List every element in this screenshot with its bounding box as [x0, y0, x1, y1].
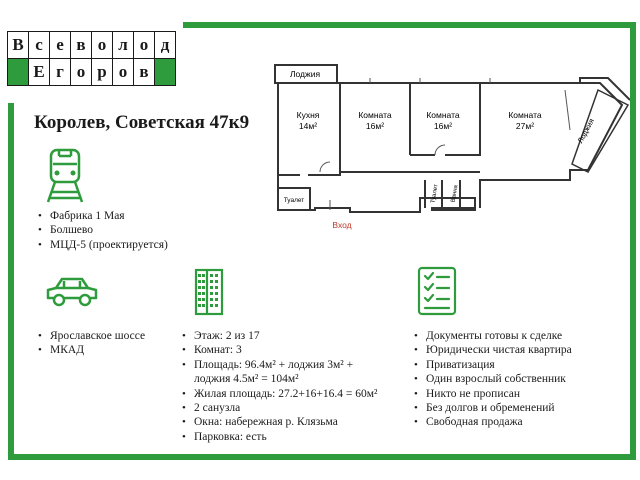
plan-label-room3-area: 27м²: [516, 121, 534, 131]
logo-first-name-row: В с е в о л о д: [7, 31, 176, 59]
logo-letter: Е: [28, 58, 50, 86]
building-icon: [194, 268, 224, 316]
list-item: Без долгов и обременений: [412, 401, 622, 416]
list-item: Парковка: есть: [180, 430, 390, 445]
list-item: Окна: набережная р. Клязьма: [180, 415, 390, 430]
frame-bottom-bar: [8, 454, 636, 460]
plan-label-bath: Ванна: [451, 184, 460, 203]
agent-logo: В с е в о л о д Е г о р о в: [7, 31, 176, 86]
plan-label-room1: Комната: [358, 110, 392, 120]
logo-letter: л: [112, 31, 134, 59]
logo-green-cell: [7, 58, 29, 86]
frame-left-bar: [8, 103, 14, 460]
list-item: Приватизация: [412, 358, 622, 373]
logo-letter: д: [154, 31, 176, 59]
logo-letter: с: [28, 31, 50, 59]
roads-list: Ярославское шоссе МКАД: [36, 329, 186, 358]
logo-last-name-row: Е г о р о в: [7, 58, 176, 86]
plan-label-kitchen-area: 14м²: [299, 121, 317, 131]
plan-label-room1-area: 16м²: [366, 121, 384, 131]
logo-letter: г: [49, 58, 71, 86]
logo-letter: в: [70, 31, 92, 59]
logo-letter: в: [133, 58, 155, 86]
plan-label-kitchen: Кухня: [297, 110, 320, 120]
train-icon: [46, 148, 84, 203]
frame-right-bar: [630, 22, 636, 460]
list-item: Фабрика 1 Мая: [36, 209, 196, 224]
listing-address: Королев, Советская 47к9: [34, 112, 250, 133]
list-item: Этаж: 2 из 17: [180, 329, 390, 344]
car-icon: [46, 277, 98, 307]
list-item: Ярославское шоссе: [36, 329, 186, 344]
list-item: МЦД-5 (проектируется): [36, 238, 196, 253]
list-item: Жилая площадь: 27.2+16+16.4 = 60м²: [180, 387, 390, 402]
floor-plan: Лоджия Кухня 14м² Комната 16м² Комната 1…: [274, 64, 630, 230]
checklist-icon: [417, 266, 457, 316]
list-item: Один взрослый собственник: [412, 372, 622, 387]
list-item: Свободная продажа: [412, 415, 622, 430]
list-item: Никто не прописан: [412, 387, 622, 402]
plan-label-loggia-top: Лоджия: [290, 69, 321, 79]
list-item: Площадь: 96.4м² + лоджия 3м² + лоджия 4.…: [180, 358, 390, 387]
logo-letter: В: [7, 31, 29, 59]
plan-label-entrance: Вход: [332, 220, 351, 230]
list-item: Болшево: [36, 223, 196, 238]
transport-list: Фабрика 1 Мая Болшево МЦД-5 (проектирует…: [36, 209, 196, 253]
plan-label-loggia-right: Лоджия: [576, 117, 596, 145]
plan-label-room3: Комната: [508, 110, 542, 120]
list-item: Документы готовы к сделке: [412, 329, 622, 344]
logo-letter: о: [91, 31, 113, 59]
list-item: 2 санузла: [180, 401, 390, 416]
logo-letter: о: [70, 58, 92, 86]
logo-letter: о: [112, 58, 134, 86]
plan-label-toilet-right: Туалет: [430, 184, 439, 204]
frame-top-bar: [183, 22, 636, 28]
logo-letter: р: [91, 58, 113, 86]
plan-label-room2: Комната: [426, 110, 460, 120]
list-item: Юридически чистая квартира: [412, 343, 622, 358]
plan-label-toilet-left: Туалет: [284, 197, 305, 204]
plan-label-room2-area: 16м²: [434, 121, 452, 131]
list-item: Комнат: 3: [180, 343, 390, 358]
logo-letter: о: [133, 31, 155, 59]
logo-green-cell: [154, 58, 176, 86]
legal-list: Документы готовы к сделке Юридически чис…: [412, 329, 622, 430]
list-item: МКАД: [36, 343, 186, 358]
logo-letter: е: [49, 31, 71, 59]
specs-list: Этаж: 2 из 17 Комнат: 3 Площадь: 96.4м² …: [180, 329, 390, 445]
